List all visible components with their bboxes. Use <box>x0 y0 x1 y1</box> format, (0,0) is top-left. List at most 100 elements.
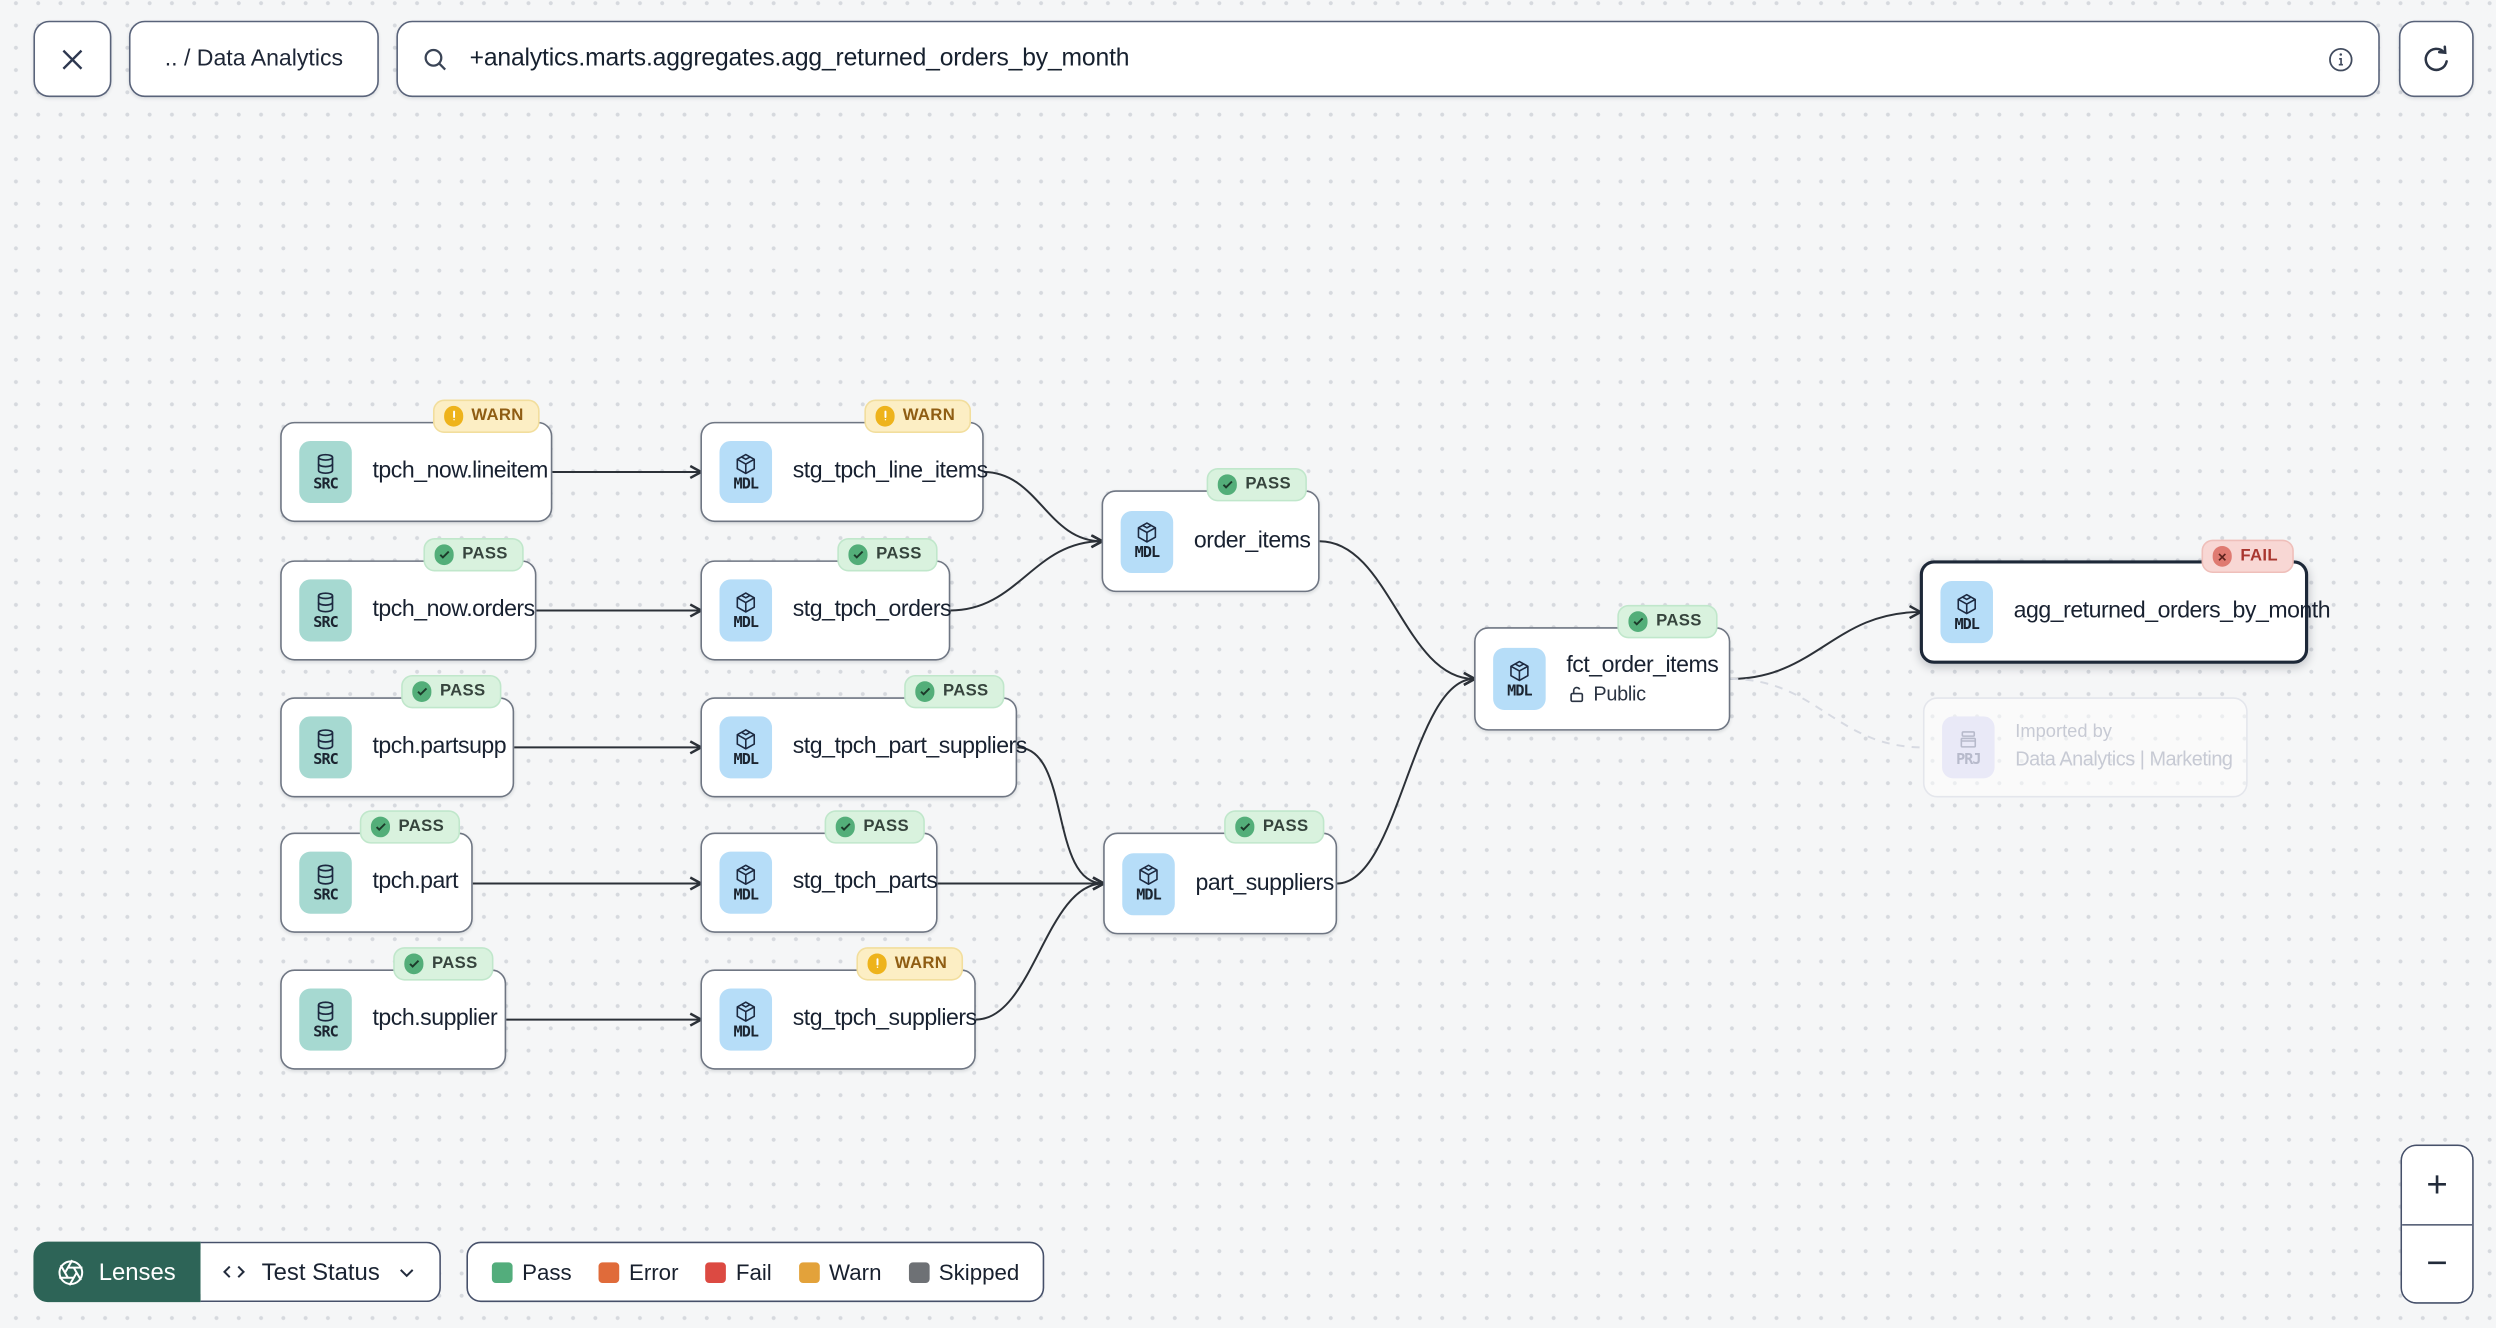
check-icon <box>840 823 851 832</box>
project-icon <box>1960 730 1977 748</box>
status-dot-icon <box>370 817 391 837</box>
resource-type-chip: PRJ <box>1942 716 1995 779</box>
lenses-label: Lenses <box>98 1258 176 1286</box>
status-dot-icon <box>1628 611 1649 632</box>
search-bar[interactable] <box>396 20 2380 98</box>
edge-stg_tpch_line_items-to-order_items <box>983 470 1102 541</box>
search-icon <box>424 48 446 70</box>
resource-type-chip: SRC <box>299 988 352 1051</box>
database-icon <box>317 453 334 474</box>
test-status-badge-warn: WARN <box>855 947 964 981</box>
resource-type-label: MDL <box>1954 615 1979 634</box>
resource-type-chip: MDL <box>719 988 773 1051</box>
cube-icon <box>736 453 756 474</box>
breadcrumb-label: .. / Data Analytics <box>164 46 344 72</box>
refresh-button[interactable] <box>2398 20 2474 98</box>
cube-icon <box>1957 593 1976 614</box>
resource-type-label: MDL <box>1136 887 1161 905</box>
lens-selector[interactable]: Test Status <box>201 1241 441 1303</box>
test-status-badge-pass: PASS <box>837 538 938 572</box>
edge-stg_tpch_suppliers-to-part_suppliers <box>975 883 1103 1021</box>
zoom-out-button[interactable]: − <box>2402 1224 2473 1303</box>
resource-type-chip: SRC <box>299 851 352 914</box>
node-agg_returned_orders_by_month[interactable]: MDL agg_returned_orders_by_month FAIL <box>1919 539 2331 664</box>
lens-selector-label: Test Status <box>261 1258 380 1286</box>
legend-label: Error <box>628 1259 679 1285</box>
info-icon[interactable] <box>2326 44 2356 74</box>
resource-type-chip: SRC <box>299 716 352 779</box>
node-label: tpch.partsupp <box>372 734 507 760</box>
status-dot-icon <box>1235 817 1255 837</box>
legend-swatch <box>598 1261 620 1283</box>
node-label: stg_tpch_line_items <box>792 458 988 485</box>
chevron-down-icon <box>399 1268 413 1277</box>
test-status-badge-pass: PASS <box>824 810 925 844</box>
resource-type-label: MDL <box>1134 544 1160 563</box>
legend-item-skipped: Skipped <box>908 1259 1019 1285</box>
lenses-button[interactable]: Lenses <box>33 1241 202 1303</box>
badge-label: WARN <box>471 406 524 426</box>
resource-type-chip: MDL <box>1122 852 1175 915</box>
imported-by-caption: Imported by <box>2015 722 2112 743</box>
node-label: tpch_now.orders <box>372 597 535 623</box>
status-dot-icon <box>915 681 936 702</box>
resource-type-label: MDL <box>733 750 759 769</box>
code-icon <box>223 1265 246 1278</box>
cube-icon <box>1137 522 1157 544</box>
node-tpch_part[interactable]: SRC tpch.part PASS <box>280 810 473 933</box>
access-label: Public <box>1593 683 1646 706</box>
node-tpch_now_orders[interactable]: SRC tpch_now.orders PASS <box>280 538 537 661</box>
cube-icon <box>736 1000 756 1022</box>
breadcrumb[interactable]: .. / Data Analytics <box>128 20 379 98</box>
badge-label: FAIL <box>2240 546 2278 566</box>
node-label: agg_returned_orders_by_month <box>2013 598 2331 625</box>
resource-type-chip: SRC <box>299 440 352 504</box>
status-dot-icon <box>874 406 895 427</box>
legend-item-fail: Fail <box>705 1259 772 1285</box>
edge-fct_order_items-to-imported_by <box>1730 677 1923 749</box>
badge-label: PASS <box>398 817 445 837</box>
resource-type-chip: MDL <box>719 440 773 504</box>
legend-swatch <box>798 1261 820 1283</box>
close-button[interactable] <box>33 20 112 98</box>
resource-type-label: PRJ <box>1956 750 1981 769</box>
status-dot-icon <box>1217 474 1238 495</box>
status-dot-icon <box>848 544 869 565</box>
node-label: tpch.part <box>372 869 459 895</box>
legend-item-pass: Pass <box>491 1259 572 1285</box>
resource-type-label: SRC <box>313 750 338 769</box>
cube-icon <box>736 864 756 885</box>
test-status-badge-pass: PASS <box>1223 810 1325 844</box>
resource-type-label: MDL <box>733 886 759 904</box>
badge-label: PASS <box>863 817 909 837</box>
resource-type-label: SRC <box>313 614 338 632</box>
status-dot-icon <box>434 544 455 565</box>
cube-icon <box>736 728 756 750</box>
database-icon <box>317 1001 334 1022</box>
badge-label: PASS <box>876 544 922 564</box>
close-icon <box>62 49 83 69</box>
check-icon <box>375 823 386 832</box>
badge-label: PASS <box>1656 611 1702 631</box>
test-status-badge-pass: PASS <box>1206 468 1307 502</box>
search-input[interactable] <box>466 42 2310 75</box>
legend-item-error: Error <box>598 1259 679 1285</box>
badge-label: PASS <box>462 544 508 564</box>
resource-type-label: MDL <box>733 614 759 632</box>
resource-type-label: MDL <box>733 1023 759 1041</box>
zoom-in-button[interactable]: + <box>2402 1146 2473 1225</box>
lock-open-icon <box>1570 686 1584 702</box>
